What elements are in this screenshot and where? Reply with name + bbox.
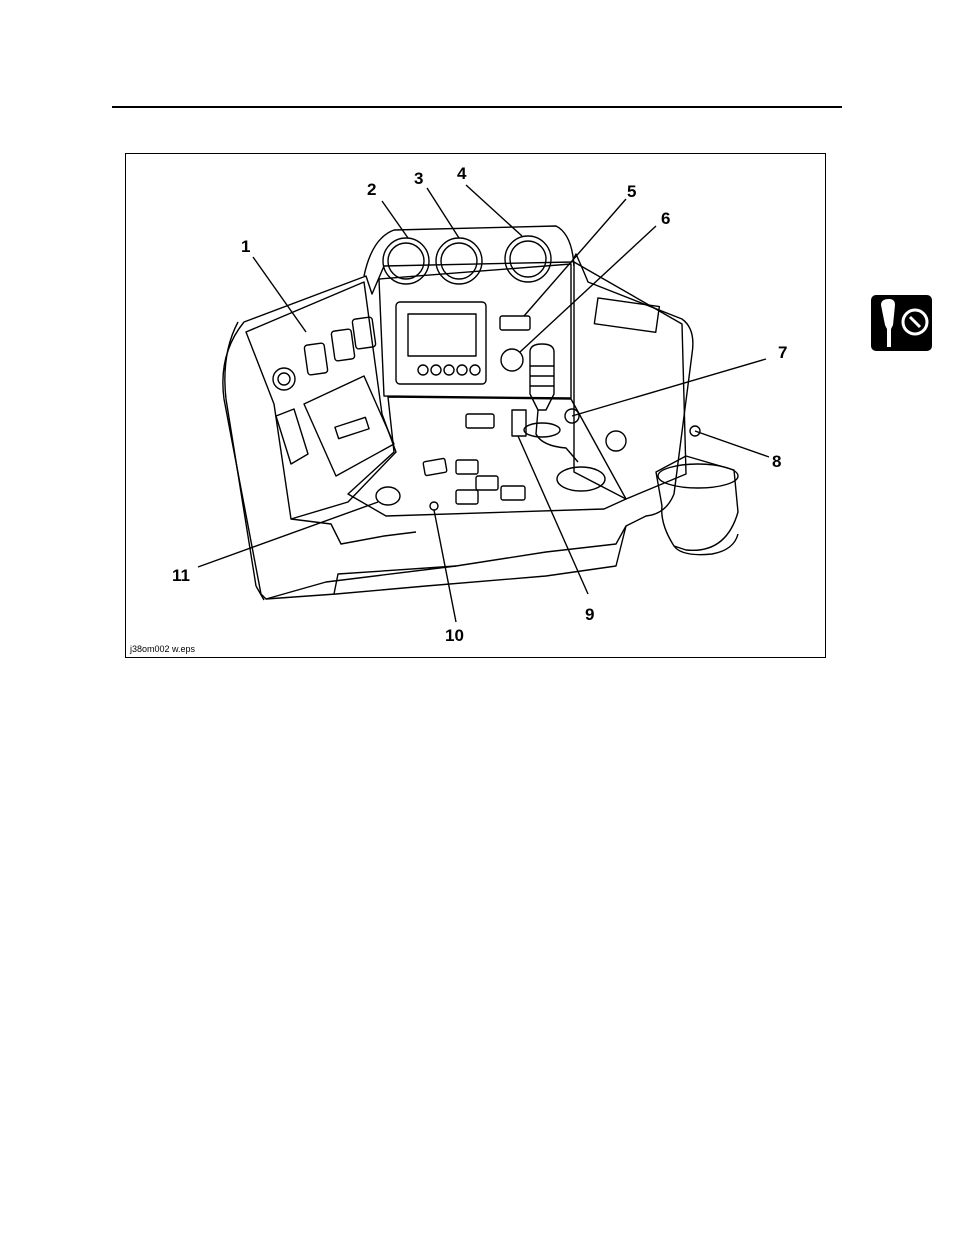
gauge-3: [505, 236, 551, 282]
rocker-lower-d: [456, 490, 478, 504]
rocker-lower-c: [476, 476, 498, 490]
callout-5: 5: [627, 182, 636, 201]
rocker-lower-e: [501, 486, 525, 500]
rocker-lower-a: [423, 458, 447, 476]
control-panel-illustration: 1 2 3 4 5 6 7 8 9 10 11: [126, 154, 827, 659]
callout-4: 4: [457, 164, 467, 183]
callout-1: 1: [241, 237, 250, 256]
rocker-1b: [331, 329, 355, 361]
figure-frame: 1 2 3 4 5 6 7 8 9 10 11 j38om002 w.eps: [125, 153, 826, 658]
button-10: [430, 502, 438, 510]
header-rule: [112, 106, 842, 108]
callout-3: 3: [414, 169, 423, 188]
callout-7: 7: [778, 343, 787, 362]
enable-switch-9: [512, 410, 526, 436]
callout-8: 8: [772, 452, 781, 471]
leader-9: [518, 436, 588, 594]
leader-1: [253, 257, 306, 332]
leader-3: [427, 188, 459, 238]
gauge-2: [436, 238, 482, 284]
callout-6: 6: [661, 209, 670, 228]
left-side-panel: [246, 282, 396, 519]
leader-5: [524, 199, 626, 316]
rocker-mid: [466, 414, 494, 428]
rocker-lower-b: [456, 460, 478, 474]
rocker-switch-5: [500, 316, 530, 330]
horn-button: [376, 487, 400, 505]
cover-plate: [304, 376, 394, 476]
socket: [606, 431, 626, 451]
leader-2: [382, 201, 408, 238]
side-grip: [276, 409, 308, 464]
leader-7: [572, 359, 766, 416]
callout-11: 11: [172, 566, 190, 585]
indicator-6: [501, 349, 523, 371]
leader-11: [198, 502, 378, 567]
lower-deck: [348, 397, 626, 516]
callout-2: 2: [367, 180, 376, 199]
ignition-switch: [273, 368, 295, 390]
right-side-panel: [574, 262, 686, 499]
rocker-1a: [304, 343, 328, 375]
leader-8: [695, 431, 769, 457]
joystick-control-icon: [871, 295, 932, 351]
joystick: [530, 344, 554, 410]
callout-10: 10: [445, 626, 464, 645]
leader-6: [520, 226, 656, 352]
console-body: [223, 254, 693, 599]
callout-9: 9: [585, 605, 594, 624]
figure-file-label: j38om002 w.eps: [130, 644, 195, 654]
